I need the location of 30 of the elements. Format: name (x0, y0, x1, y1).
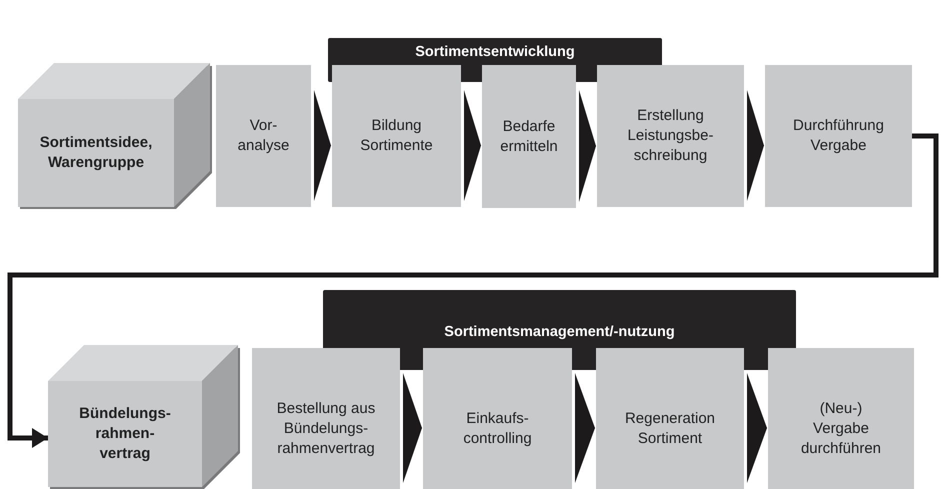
step-label: Bildung Sortimente (359, 116, 434, 156)
step-label: Durchführung Vergabe (792, 116, 885, 156)
process-step-box (597, 65, 744, 207)
process-step-box (768, 348, 914, 489)
chevron-arrow (314, 90, 332, 201)
process-step-box (482, 65, 576, 208)
step-label: Regeneration Sortiment (624, 408, 716, 448)
step-label: Erstellung Leistungsbe- schreibung (626, 106, 714, 166)
process-step-box (423, 348, 572, 489)
step-label: Bestellung aus Bündelungs- rahmenvertrag (276, 398, 376, 458)
chevron-arrow (746, 90, 764, 201)
process-step-box (332, 65, 461, 207)
phase-title: Sortimentsmanagement/-nutzung (444, 324, 675, 340)
block-label: Sortimentsidee, Warengruppe (38, 133, 154, 173)
process-step-box (596, 348, 744, 489)
step-label: (Neu-) Vergabe durchführen (800, 398, 882, 458)
process-step-box (216, 65, 311, 207)
chevron-arrow (464, 90, 482, 201)
step-label: Bedarfe ermitteln (499, 116, 559, 156)
chevron-arrow (578, 90, 596, 202)
chevron-arrow (574, 373, 596, 483)
process-step-box (765, 65, 912, 207)
block-label: Bündelungs- rahmen- vertrag (78, 404, 172, 464)
chevron-arrow (402, 373, 422, 483)
connector-arrow (8, 134, 938, 448)
step-label: Einkaufs- controlling (462, 408, 533, 448)
step-label: Vor- analyse (236, 116, 290, 156)
phase-title: Sortimentsentwicklung (415, 44, 575, 60)
process-step-box (252, 348, 400, 489)
chevron-arrow (746, 373, 768, 483)
